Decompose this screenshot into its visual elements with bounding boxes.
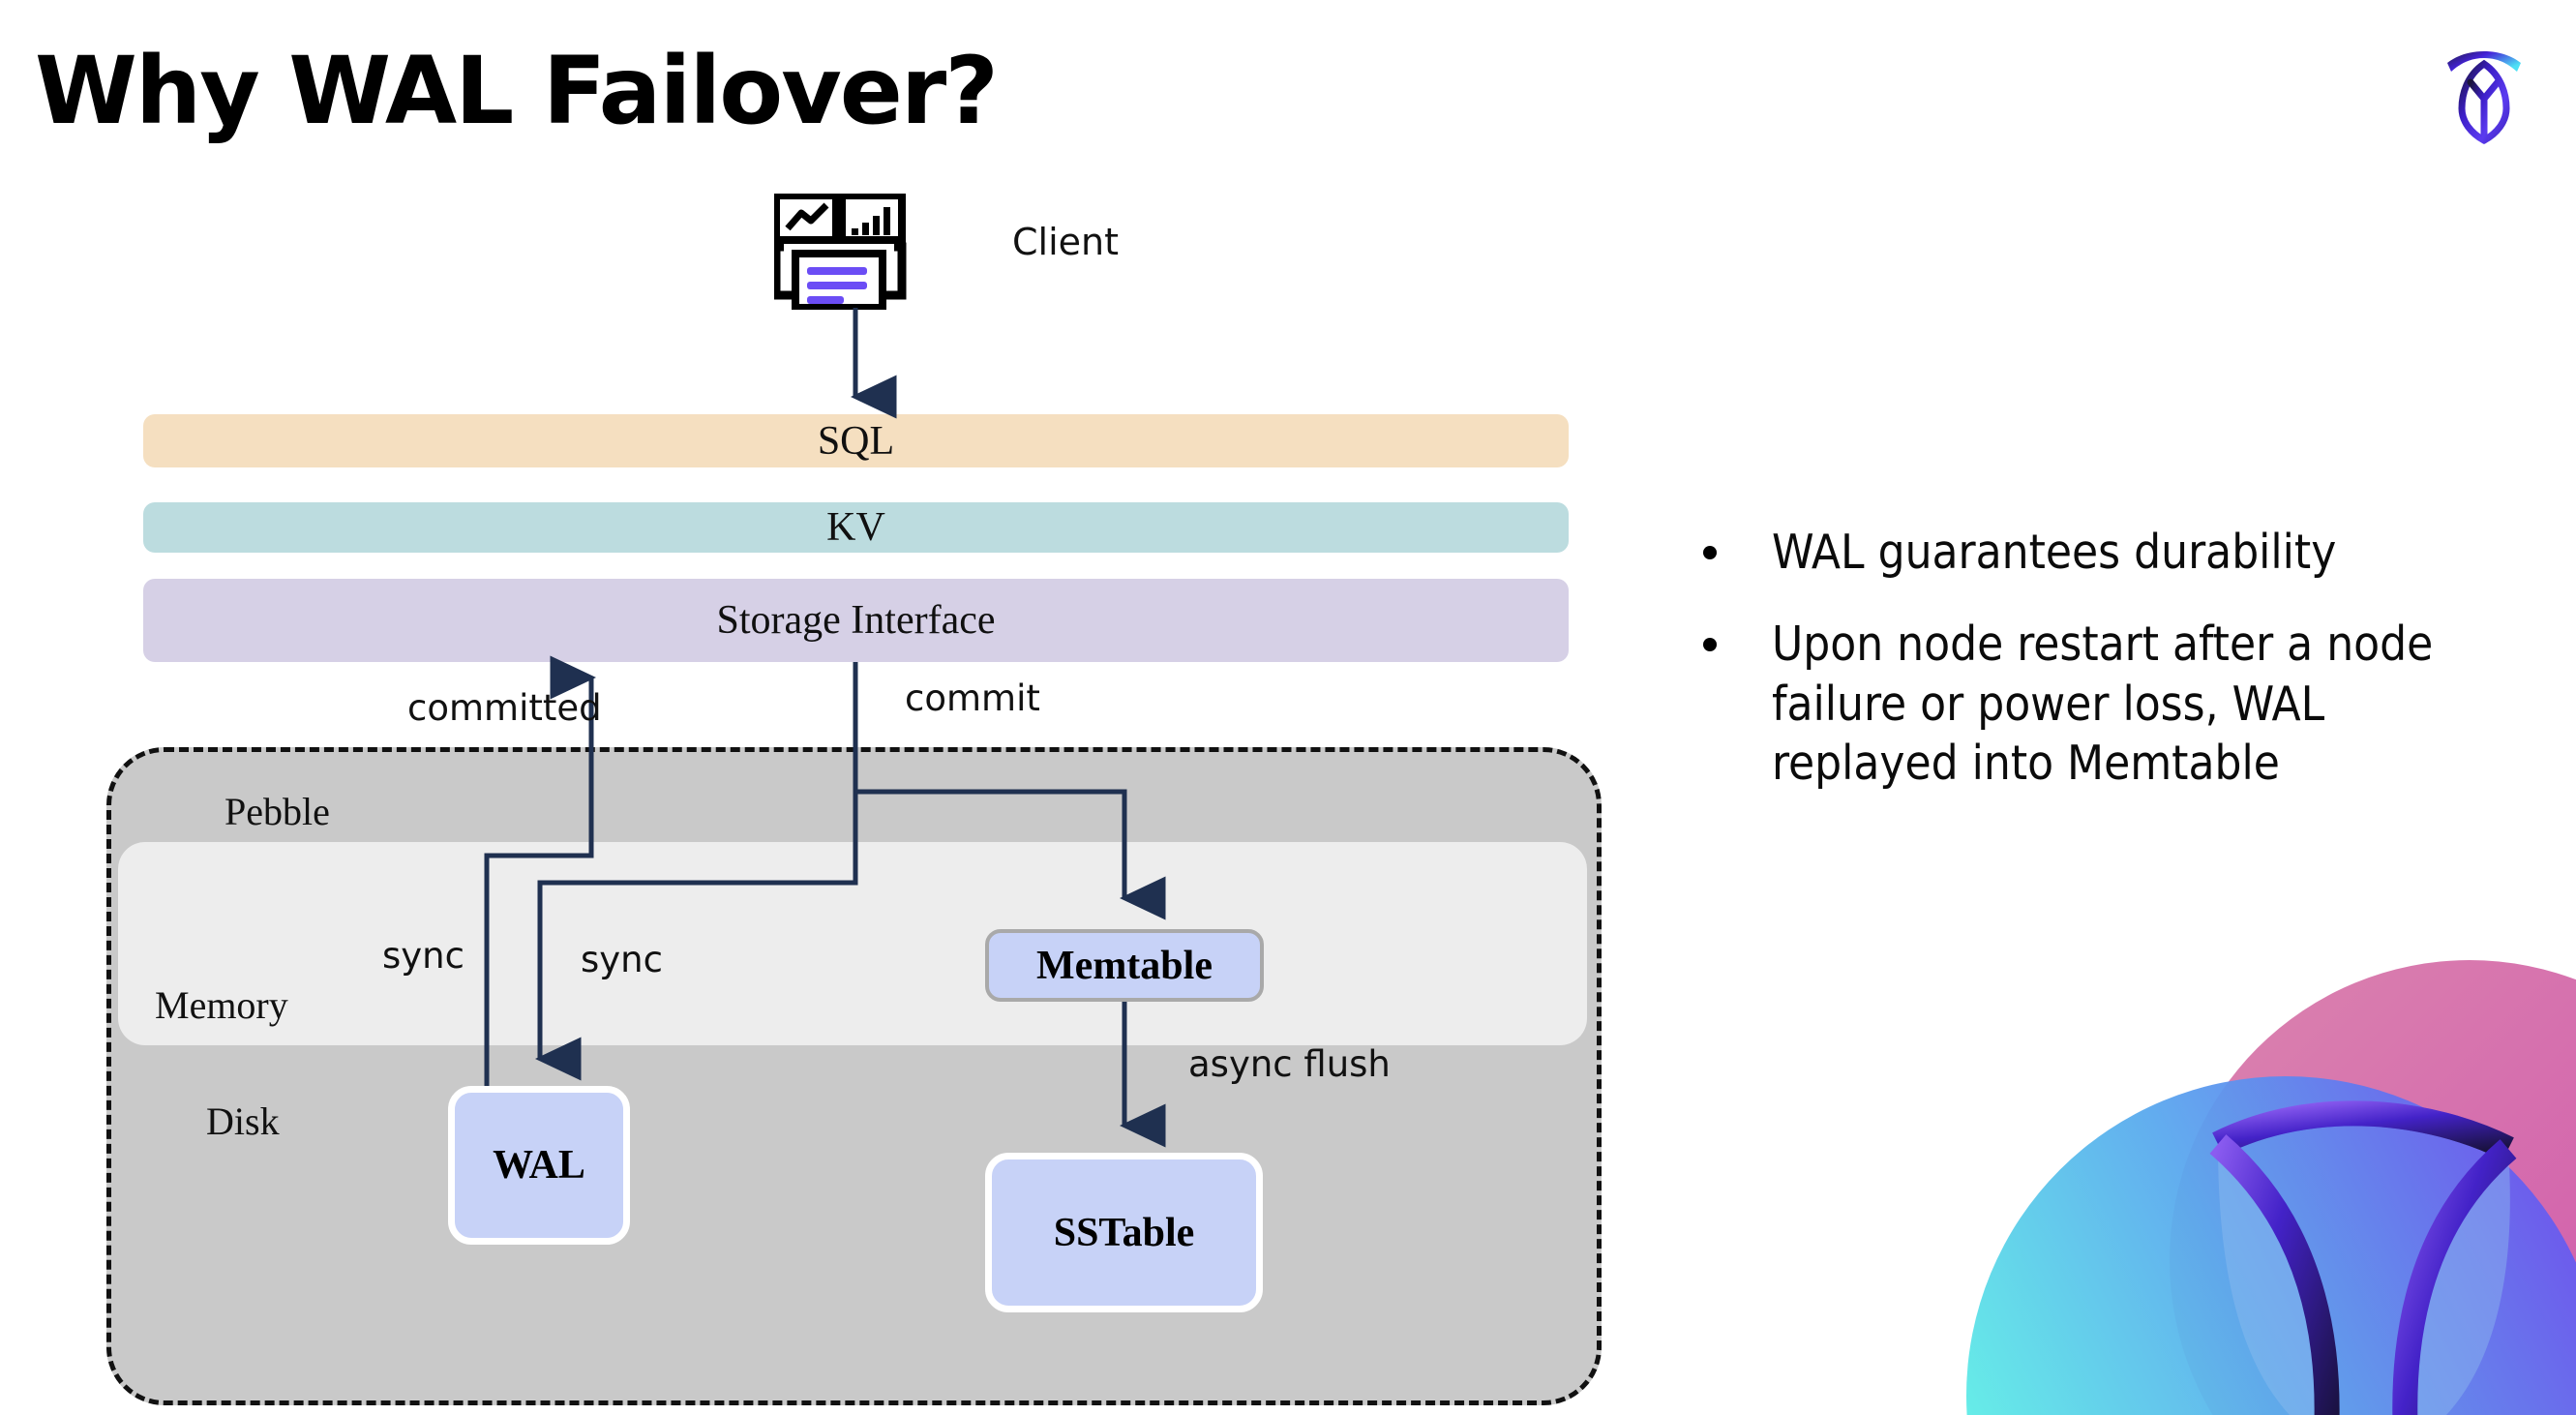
node-label-sstable: SSTable bbox=[1053, 1210, 1195, 1255]
layer-label-sql: SQL bbox=[817, 418, 895, 464]
node-wal: WAL bbox=[448, 1086, 630, 1245]
decorative-logo-artwork bbox=[1928, 941, 2576, 1415]
edge-label-committed: committed bbox=[407, 687, 602, 729]
edge-label-commit: commit bbox=[905, 677, 1040, 719]
pebble-label: Pebble bbox=[225, 790, 330, 833]
layer-label-kv: KV bbox=[826, 505, 885, 550]
bullet-text: WAL guarantees durability bbox=[1772, 525, 2337, 580]
layer-bar-kv: KV bbox=[143, 502, 1569, 553]
layer-bar-storage-interface: Storage Interface bbox=[143, 579, 1569, 662]
node-memtable: Memtable bbox=[985, 929, 1264, 1002]
memory-label: Memory bbox=[155, 983, 288, 1027]
list-item: WAL guarantees durability bbox=[1703, 523, 2506, 582]
node-label-wal: WAL bbox=[493, 1143, 585, 1188]
layer-label-storage-interface: Storage Interface bbox=[716, 598, 996, 643]
bullet-dot-icon bbox=[1703, 638, 1717, 652]
memory-region-panel bbox=[118, 842, 1587, 1045]
cockroachdb-logo-icon bbox=[2421, 31, 2547, 157]
client-label: Client bbox=[1012, 221, 1120, 263]
edge-label-async-flush: async flush bbox=[1188, 1043, 1391, 1085]
bullet-text: Upon node restart after a node failure o… bbox=[1772, 617, 2434, 791]
bullet-dot-icon bbox=[1703, 546, 1717, 559]
edge-label-sync-right: sync bbox=[581, 939, 663, 980]
bullet-list: WAL guarantees durability Upon node rest… bbox=[1703, 523, 2506, 826]
node-label-memtable: Memtable bbox=[1036, 943, 1213, 988]
page-title: Why WAL Failover? bbox=[35, 37, 999, 145]
list-item: Upon node restart after a node failure o… bbox=[1703, 615, 2506, 793]
edge-label-sync-left: sync bbox=[382, 935, 464, 977]
layer-bar-sql: SQL bbox=[143, 414, 1569, 467]
node-sstable: SSTable bbox=[985, 1153, 1263, 1312]
client-dashboard-icon bbox=[771, 192, 929, 312]
disk-label: Disk bbox=[206, 1099, 280, 1143]
